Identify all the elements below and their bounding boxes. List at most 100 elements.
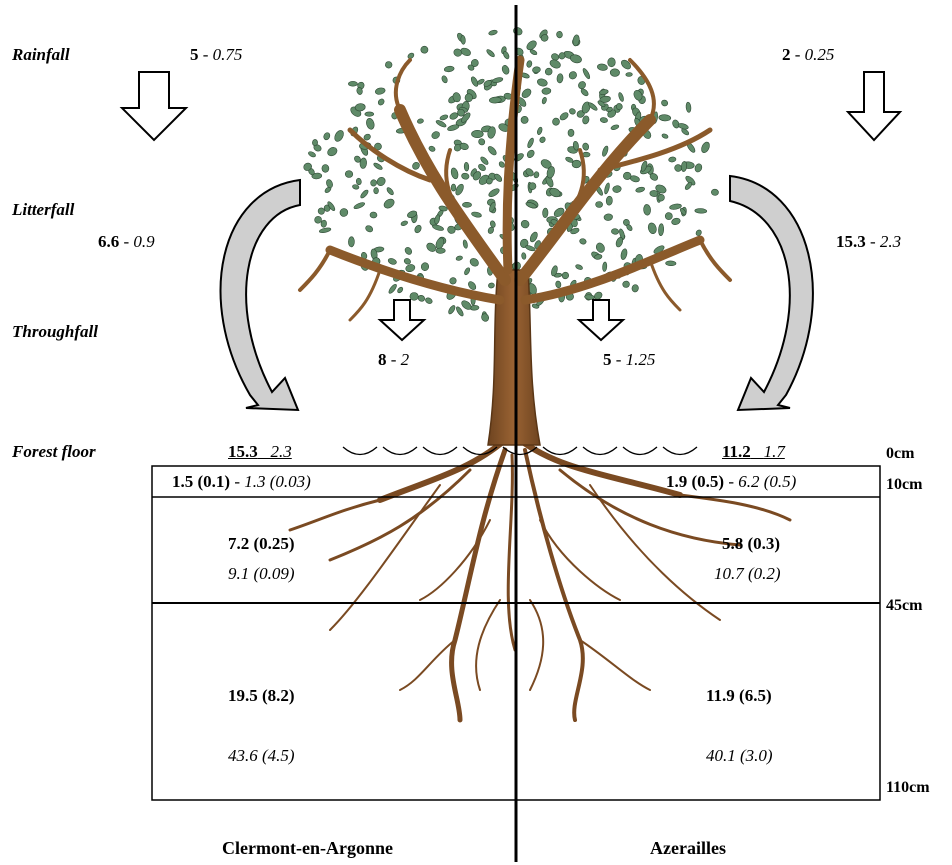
leaf: [580, 88, 589, 97]
rainfall-label: Rainfall: [12, 45, 70, 64]
leaf: [452, 92, 461, 103]
depth-label-110: 110cm: [886, 779, 930, 796]
leaf: [526, 60, 533, 68]
leaf: [373, 162, 383, 170]
leaf: [603, 213, 613, 221]
leaf: [492, 77, 504, 83]
leaf: [599, 89, 609, 95]
leaf: [561, 271, 570, 280]
leaf: [373, 187, 379, 195]
leaf: [387, 258, 397, 265]
right-litterfall-value: 15.3 - 2.3: [836, 232, 902, 251]
leaf: [615, 103, 623, 111]
leaf: [417, 295, 426, 302]
left-litterfall-value: 6.6 - 0.9: [98, 232, 155, 251]
leaf: [602, 261, 608, 272]
leaf: [658, 114, 672, 122]
leaf: [527, 137, 534, 149]
depth-label-0: 0cm: [886, 445, 915, 462]
left-soil-0-10-value: 1.5 (0.1) - 1.3 (0.03): [172, 472, 311, 491]
leaf: [525, 245, 536, 252]
leaf: [353, 202, 365, 209]
leaf: [594, 254, 603, 260]
leaf: [447, 124, 460, 131]
leaf: [374, 87, 386, 95]
leaf: [525, 168, 534, 177]
leaf: [376, 177, 386, 186]
leaf: [321, 164, 330, 173]
leaf: [487, 126, 496, 139]
leaf: [695, 229, 702, 236]
rainfall-arrow-left: [119, 71, 189, 142]
site-right-name: Azerailles: [650, 838, 726, 858]
leaf: [400, 220, 408, 226]
leaf: [386, 187, 394, 196]
litterfall-label: Litterfall: [12, 200, 75, 219]
leaf: [661, 99, 669, 107]
left-throughfall-value: 8 - 2: [378, 350, 410, 369]
leaf: [541, 97, 547, 105]
leaf: [388, 283, 397, 294]
leaf: [588, 102, 598, 111]
leaf: [453, 48, 462, 57]
right-soil-0-10-value: 1.9 (0.5) - 6.2 (0.5): [666, 472, 797, 491]
leaf: [594, 291, 603, 300]
leaf: [609, 68, 620, 77]
leaf: [360, 189, 369, 199]
leaf: [431, 131, 440, 139]
leaf: [633, 90, 643, 101]
leaf: [680, 161, 688, 172]
leaf: [521, 88, 532, 98]
leaf: [366, 118, 375, 130]
leaf: [456, 306, 464, 317]
throughfall-arrow-right: [576, 299, 626, 342]
depth-label-10: 10cm: [886, 476, 923, 493]
leaf: [549, 187, 561, 198]
leaf: [354, 155, 361, 163]
leaf: [320, 219, 327, 228]
leaf: [556, 73, 564, 84]
leaf: [407, 210, 418, 218]
leaf: [323, 132, 331, 141]
litterfall-arrow-left: [219, 178, 301, 412]
leaf: [575, 264, 583, 270]
leaf: [618, 92, 624, 102]
leaf: [488, 282, 495, 289]
leaf: [365, 225, 374, 233]
leaf: [602, 145, 609, 157]
leaf: [664, 212, 673, 220]
leaf: [472, 171, 482, 181]
leaf: [571, 159, 582, 169]
litterfall-arrow-right: [729, 174, 814, 412]
leaf: [567, 128, 575, 137]
leaf: [643, 204, 651, 216]
leaf: [420, 45, 429, 54]
throughfall-arrow-left: [377, 299, 427, 342]
left-soil-45-110-value-b: 43.6 (4.5): [228, 746, 295, 765]
leaf: [597, 100, 606, 107]
leaf: [661, 133, 669, 139]
leaf: [438, 205, 448, 212]
leaf: [478, 138, 486, 146]
leaf: [520, 219, 530, 229]
leaf: [513, 27, 523, 36]
right-throughfall-value: 5 - 1.25: [603, 350, 656, 369]
leaf: [622, 280, 630, 288]
soil-profile: [151, 465, 881, 801]
leaf: [655, 184, 667, 194]
leaf: [354, 103, 366, 112]
leaf: [569, 108, 576, 115]
leaf: [363, 133, 371, 141]
leaf: [615, 237, 624, 248]
leaf: [469, 258, 479, 267]
leaf: [303, 162, 312, 171]
left-forest-floor-value: 15.3 2.3: [228, 442, 292, 461]
leaf: [314, 216, 322, 224]
leaf: [377, 98, 385, 106]
leaf: [326, 179, 333, 189]
leaf: [525, 202, 537, 209]
leaf: [619, 228, 625, 240]
leaf: [501, 65, 510, 75]
leaf: [669, 203, 682, 210]
right-soil-45-110-value-b: 40.1 (3.0): [706, 746, 773, 765]
